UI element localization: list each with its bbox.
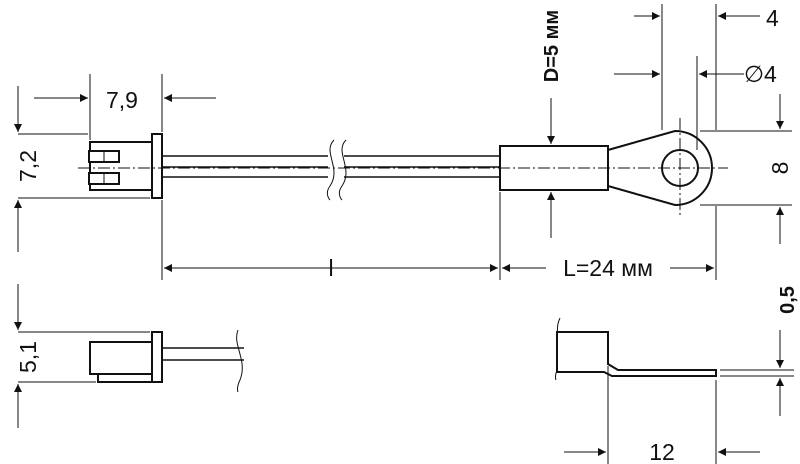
dimension-sleeve-diameter: D=5 мм: [541, 10, 563, 238]
dim-7-2-label: 7,2: [15, 150, 41, 182]
dimension-connector-width: 7,9: [34, 74, 216, 140]
dim-8-label: 8: [767, 162, 793, 175]
side-break-line: [236, 329, 243, 393]
dim-4-label: 4: [766, 5, 779, 31]
side-view-connector: [89, 329, 244, 393]
dim-L-24-label: L=24 мм: [563, 255, 653, 281]
dimension-hole-diameter: ∅4: [614, 56, 777, 150]
dimension-sleeve-length: L=24 мм: [502, 206, 717, 281]
connector-flange: [151, 133, 163, 199]
connector-side-body: [89, 341, 161, 375]
break-line-right: [338, 139, 347, 201]
dim-5-1-label: 5,1: [15, 341, 41, 373]
connector-side-flange: [151, 331, 163, 383]
dimension-cable-length: l: [161, 192, 501, 281]
dimension-connector-height: 7,2: [14, 86, 150, 252]
connector-side-latch: [97, 373, 153, 383]
lug-side-profile: [556, 331, 717, 377]
side-view-lug: [555, 317, 717, 381]
dim-0-5-label: 0,5: [777, 286, 799, 314]
dimension-lug-tab-length: 12: [564, 366, 760, 464]
cable: [162, 139, 500, 201]
dimension-lug-thickness: 0,5: [720, 286, 799, 416]
dimension-connector-side-height: 5,1: [14, 284, 150, 428]
dim-12-label: 12: [649, 439, 675, 464]
dim-D-5-label: D=5 мм: [541, 10, 563, 82]
dim-l-label: l: [328, 255, 333, 281]
dimension-lug-width: 8: [700, 94, 793, 244]
break-line-left: [326, 139, 335, 201]
dim-7-9-label: 7,9: [106, 87, 138, 113]
top-view: [78, 118, 728, 218]
dim-hole-label: ∅4: [744, 61, 777, 87]
